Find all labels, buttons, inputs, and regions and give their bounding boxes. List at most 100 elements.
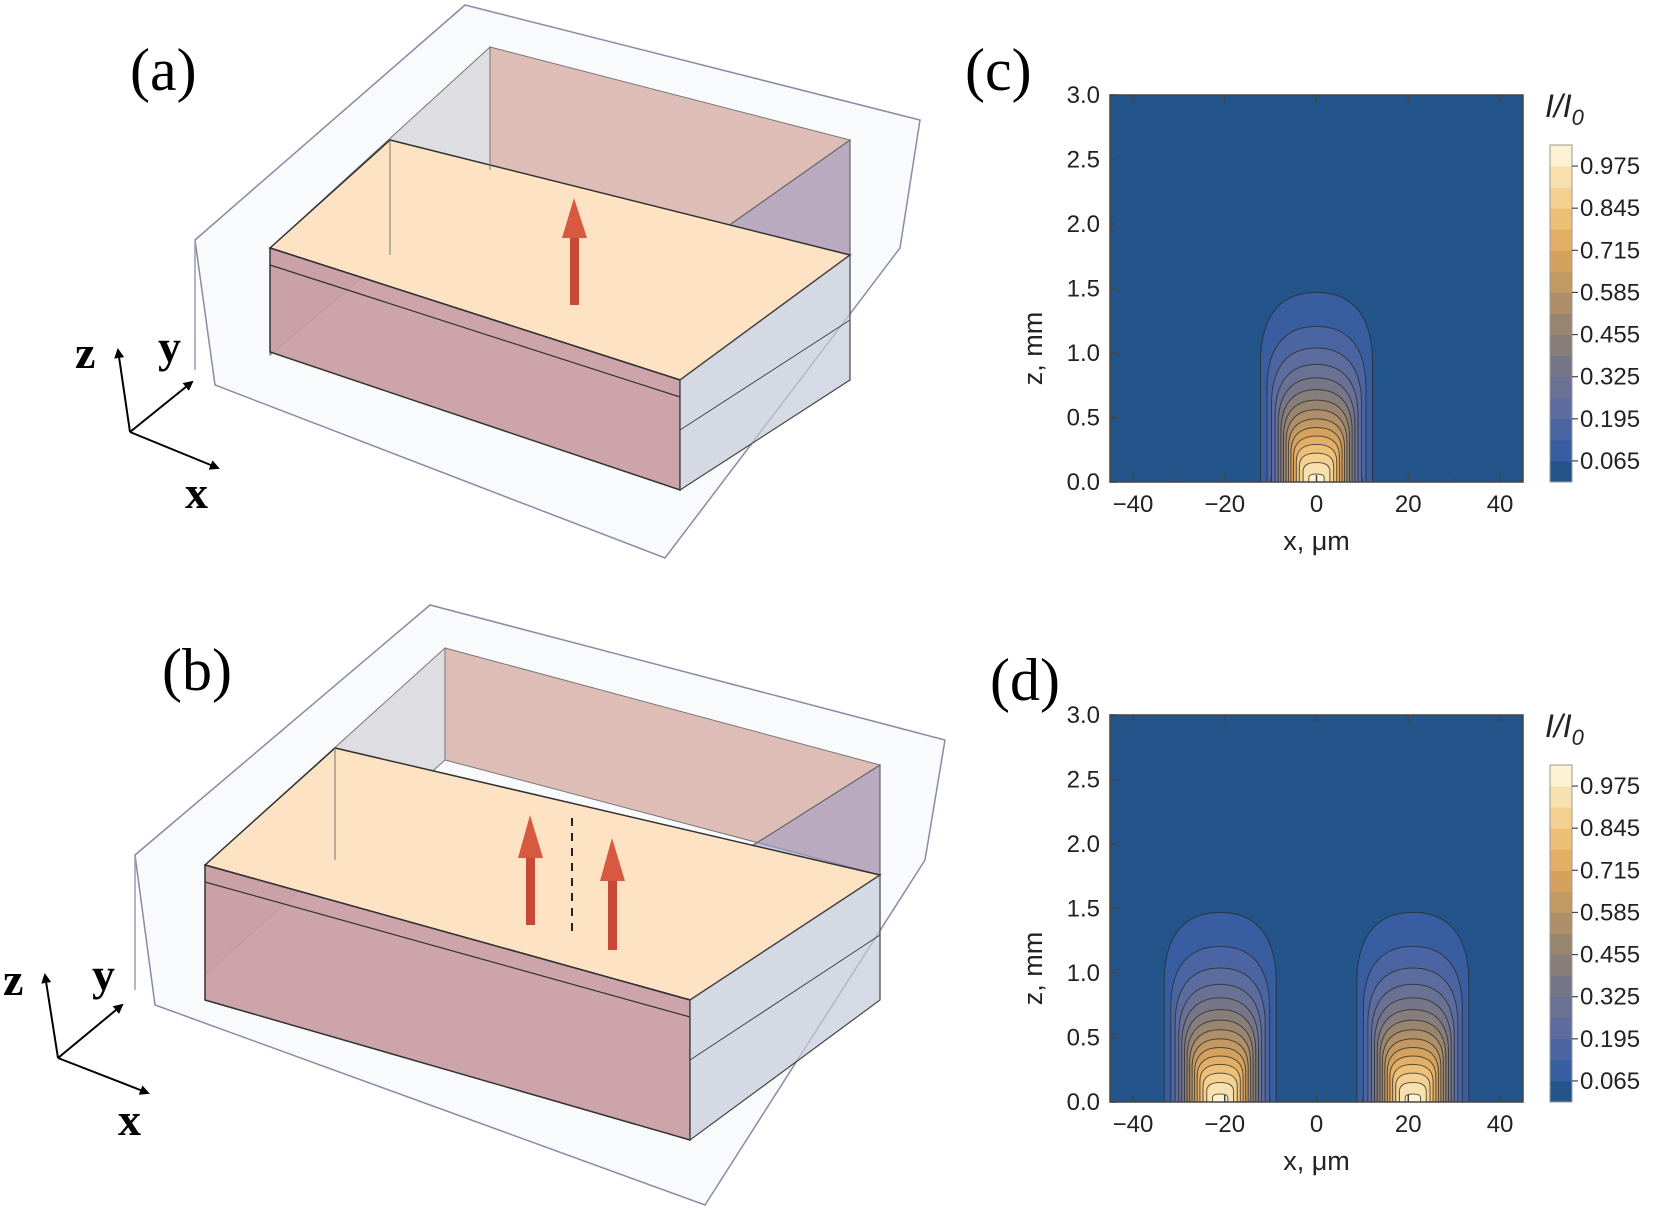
colorbar-swatch <box>1550 166 1572 188</box>
colorbar-swatch <box>1550 828 1572 850</box>
colorbar-swatch <box>1550 313 1572 336</box>
axis-z-letter: z <box>3 954 23 1005</box>
colorbar-tick-label: 0.715 <box>1580 857 1640 884</box>
chart-c-ytick-label: 1.5 <box>1067 276 1100 303</box>
chart-d-yaxis-title: z, mm <box>1018 932 1048 1006</box>
chart-c-ytick-label: 1.0 <box>1067 340 1100 367</box>
contour-level-0.975-beam-1 <box>1211 1093 1229 1102</box>
chart-c-xtick-label: −20 <box>1204 491 1245 518</box>
panel-b-axes-glyph: z y x <box>3 949 150 1145</box>
chart-c-xaxis-title: x, μm <box>1283 526 1350 556</box>
chart-c-ytick-label: 0.5 <box>1067 405 1100 432</box>
colorbar-swatch <box>1550 355 1572 378</box>
chart-d-ytick-label: 2.5 <box>1067 767 1100 794</box>
chart-d-xaxis-title: x, μm <box>1283 1146 1350 1176</box>
chart-d-xtick-label: 0 <box>1310 1111 1323 1138</box>
panel-b-beam-arrow-left <box>518 815 543 925</box>
chart-c-yaxis-title: z, mm <box>1018 312 1048 386</box>
colorbar-swatch <box>1550 996 1572 1019</box>
contour-level-0.975-beam-2 <box>1404 1093 1422 1102</box>
colorbar-swatch <box>1550 334 1572 357</box>
colorbar-swatch <box>1550 1017 1572 1040</box>
panel-a-side-slab <box>679 253 851 492</box>
axis-y-letter: y <box>158 321 181 372</box>
colorbar-tick-label: 0.195 <box>1580 406 1640 433</box>
colorbar-tick-label: 0.325 <box>1580 984 1640 1011</box>
colorbar-tick-label: 0.455 <box>1580 942 1640 969</box>
chart-d-ytick-label: 0.5 <box>1067 1025 1100 1052</box>
colorbar-tick-label: 0.455 <box>1580 322 1640 349</box>
colorbar-swatch <box>1550 271 1572 293</box>
colorbar-swatch <box>1550 870 1572 892</box>
chart-c-plot: −40 −20 0 20 40 0.0 0.5 1.0 1.5 2.0 2.5 3.0 x, μm z, … <box>1018 82 1640 556</box>
axis-x-letter: x <box>118 1094 141 1145</box>
chart-c-xtick-label: 20 <box>1395 491 1422 518</box>
colorbar-swatch <box>1550 229 1572 251</box>
colorbar-swatch <box>1550 765 1572 787</box>
panel-d-label: (d) <box>990 647 1060 713</box>
colorbar-swatch <box>1550 975 1572 998</box>
chart-d-ytick-label: 3.0 <box>1067 702 1100 729</box>
chart-c-contour-field <box>1260 291 1373 482</box>
chart-c-colorbar: 0.065 0.195 0.325 0.455 0.585 0.715 0.845 0.975… <box>1545 88 1640 483</box>
axis-z-letter: z <box>75 327 95 378</box>
colorbar-swatch <box>1550 954 1572 977</box>
chart-d-ytick-label: 2.0 <box>1067 831 1100 858</box>
colorbar-tick-label: 0.065 <box>1580 1068 1640 1095</box>
colorbar-tick-label: 0.845 <box>1580 195 1640 222</box>
colorbar-tick-label: 0.195 <box>1580 1026 1640 1053</box>
colorbar-swatch <box>1550 292 1572 314</box>
chart-d-ytick-label: 1.0 <box>1067 960 1100 987</box>
panel-d-contour-chart: (d) −40 −20 0 20 40 0.0 0.5 1.0 1.5 2.0 2.5 3.0 x, μ… <box>990 647 1640 1176</box>
colorbar-tick-label: 0.585 <box>1580 899 1640 926</box>
panel-a-label: (a) <box>130 37 197 103</box>
colorbar-swatch <box>1550 250 1572 272</box>
colorbar-tick-label: 0.845 <box>1580 815 1640 842</box>
colorbar-tick-label: 0.975 <box>1580 153 1640 180</box>
chart-c-xtick-label: −40 <box>1113 491 1154 518</box>
chart-c-xtick-label: 0 <box>1310 491 1323 518</box>
colorbar-tick-label: 0.065 <box>1580 448 1640 475</box>
colorbar-swatch <box>1550 439 1572 462</box>
colorbar-swatch <box>1550 912 1572 934</box>
colorbar-swatch <box>1550 397 1572 420</box>
colorbar-tick-label: 0.325 <box>1580 364 1640 391</box>
colorbar-swatch <box>1550 376 1572 399</box>
colorbar-swatch <box>1550 849 1572 871</box>
chart-d-plot: −40 −20 0 20 40 0.0 0.5 1.0 1.5 2.0 2.5 3.0 x, μm z, … <box>1018 702 1640 1176</box>
panel-c-contour-chart: (c) −40 −20 0 20 40 0.0 0.5 1.0 1.5 2.0 2.5 3.0 x, μ… <box>965 37 1640 556</box>
chart-c-ytick-label: 2.0 <box>1067 211 1100 238</box>
chart-d-xtick-label: 40 <box>1487 1111 1514 1138</box>
colorbar-swatch <box>1550 1038 1572 1061</box>
chart-c-ytick-label: 2.5 <box>1067 147 1100 174</box>
chart-c-xtick-label: 40 <box>1487 491 1514 518</box>
chart-d-ytick-label: 0.0 <box>1067 1089 1100 1116</box>
panel-a-axes-glyph: z y x <box>75 321 220 518</box>
panel-a-beam-arrow <box>562 198 587 305</box>
colorbar-swatch <box>1550 418 1572 441</box>
panel-c-label: (c) <box>965 37 1032 103</box>
chart-d-xtick-label: 20 <box>1395 1111 1422 1138</box>
axis-x-letter: x <box>185 467 208 518</box>
colorbar-tick-label: 0.585 <box>1580 279 1640 306</box>
colorbar-swatch <box>1550 891 1572 913</box>
colorbar-swatch <box>1550 933 1572 956</box>
chart-c-ytick-label: 3.0 <box>1067 82 1100 109</box>
panel-b-beam-arrow-right <box>600 838 625 950</box>
chart-d-xtick-label: −20 <box>1204 1111 1245 1138</box>
colorbar-swatch <box>1550 786 1572 808</box>
panel-b-side-slab <box>689 873 881 1142</box>
chart-d-xtick-label: −40 <box>1113 1111 1154 1138</box>
colorbar-title: I/I0 <box>1545 88 1585 130</box>
colorbar-swatch <box>1550 1059 1572 1082</box>
panel-b-label: (b) <box>162 637 232 703</box>
chart-c-ytick-label: 0.0 <box>1067 469 1100 496</box>
chart-d-contour-field <box>1163 911 1470 1102</box>
chart-d-ytick-label: 1.5 <box>1067 896 1100 923</box>
colorbar-tick-label: 0.715 <box>1580 237 1640 264</box>
colorbar-swatch <box>1550 145 1572 167</box>
colorbar-swatch <box>1550 187 1572 209</box>
colorbar-swatch <box>1550 460 1572 483</box>
panel-a-3d-sketch: (a) z y <box>75 4 921 559</box>
